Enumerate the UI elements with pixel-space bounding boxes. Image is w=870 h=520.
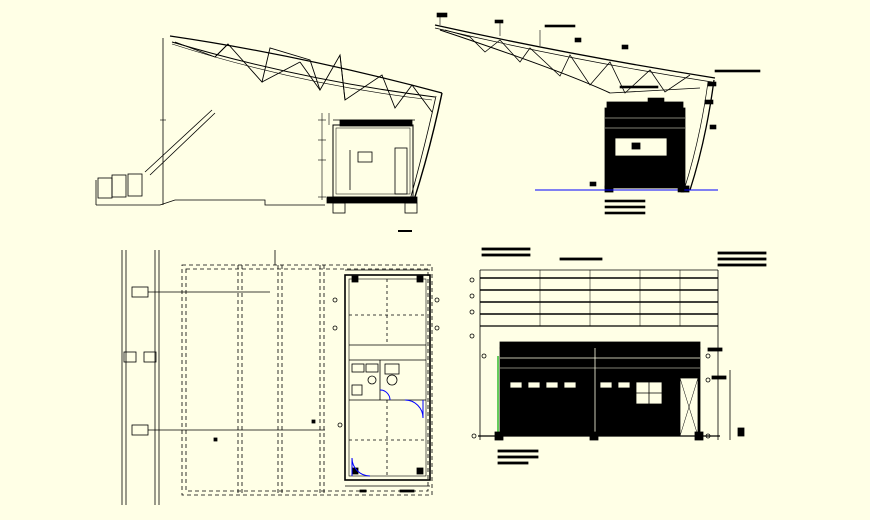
label-placeholder xyxy=(398,230,412,232)
truss-top-chord xyxy=(169,35,443,94)
left-steps xyxy=(95,173,143,205)
front-column xyxy=(689,79,715,191)
side-section-view xyxy=(95,35,443,232)
long-facade xyxy=(499,347,701,437)
long-elevation-view xyxy=(469,247,767,465)
diagonal-brace xyxy=(144,109,216,176)
floor-slab xyxy=(326,196,418,204)
front-window xyxy=(614,137,668,157)
front-elevation-view xyxy=(434,12,761,215)
canopy-outline xyxy=(181,264,433,496)
plan-grid-left xyxy=(121,250,276,505)
plan-doors xyxy=(351,389,424,477)
front-truss-webs xyxy=(444,29,701,94)
front-annotations xyxy=(436,12,761,215)
door-opening xyxy=(394,147,408,195)
building-footprint xyxy=(344,274,431,481)
front-truss-top xyxy=(434,24,716,79)
front-truss-bottom xyxy=(439,29,611,94)
long-windows xyxy=(509,381,663,405)
truss-bottom-chord xyxy=(171,41,436,98)
long-annotations xyxy=(469,247,767,465)
dimension-lines xyxy=(160,113,330,200)
floor-plan-view xyxy=(121,250,440,505)
plan-dimension-markers xyxy=(332,269,440,493)
truss-webs xyxy=(174,41,433,113)
ground-line xyxy=(96,199,325,206)
roof-bands xyxy=(479,269,719,440)
main-column xyxy=(413,92,443,201)
